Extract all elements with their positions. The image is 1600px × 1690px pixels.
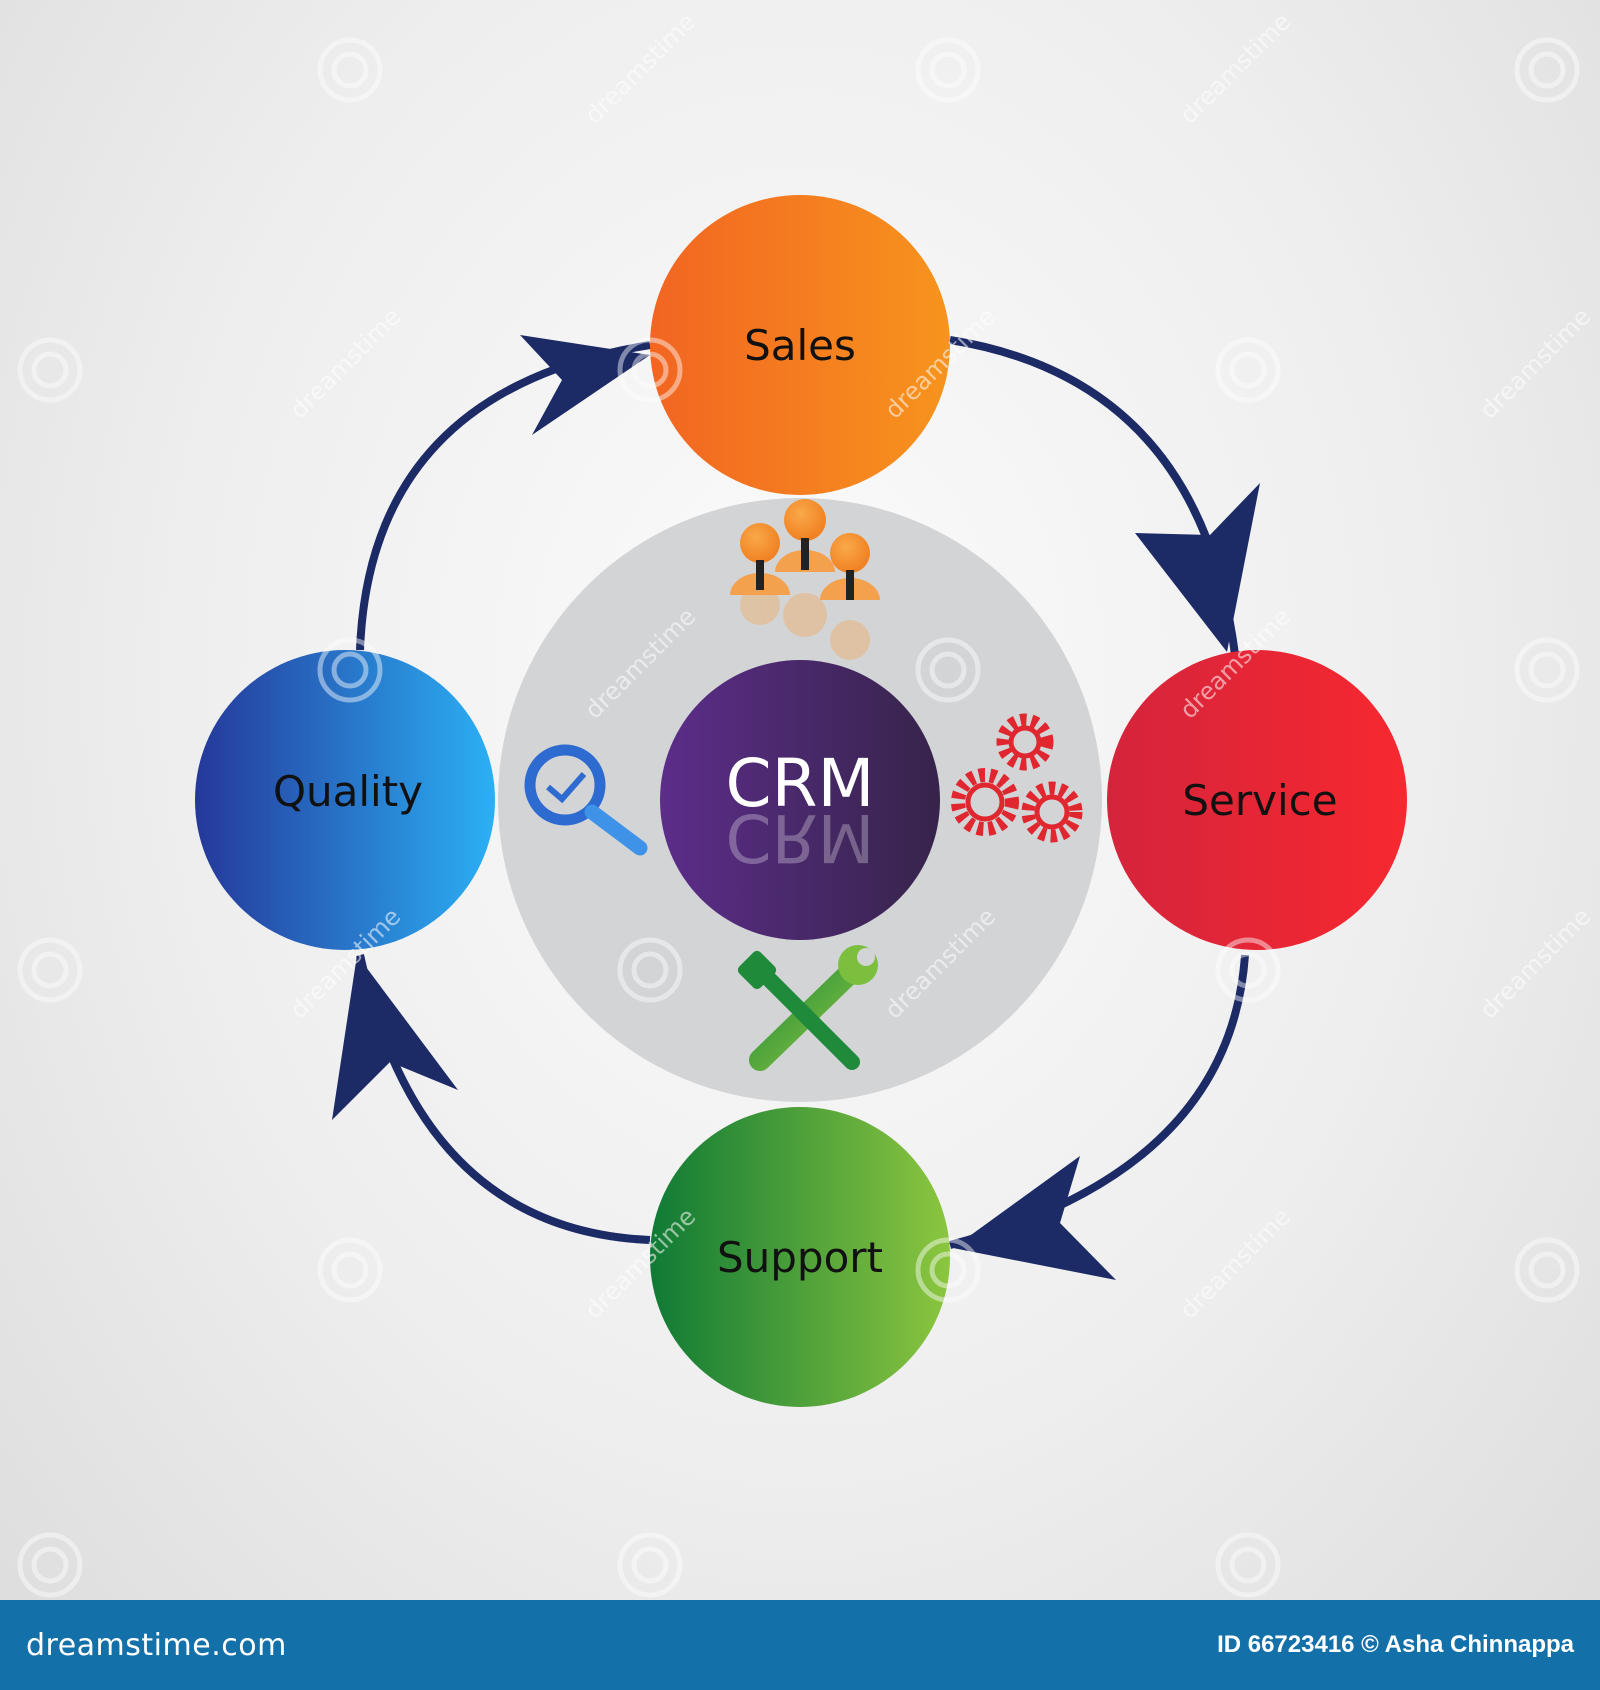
tools-icon <box>737 945 878 1071</box>
footer-site-link[interactable]: dreamstime.com <box>26 1627 287 1663</box>
watermark-text: dreamstime <box>1174 1203 1296 1325</box>
crm-cycle-diagram: Sales Service Support Quality CRM CRM <box>195 8 1596 1407</box>
watermark-text: dreamstime <box>1474 303 1596 425</box>
watermark-text: dreamstime <box>284 303 406 425</box>
center-crm-label: CRM <box>726 745 875 822</box>
arrowhead-to-quality <box>332 955 458 1120</box>
watermark-text: dreamstime <box>579 8 701 130</box>
watermark-text: dreamstime <box>1474 903 1596 1025</box>
node-quality: Quality <box>195 650 495 950</box>
people-group-icon <box>730 499 880 660</box>
node-support: Support <box>650 1107 950 1407</box>
cycle-arrowheads <box>332 335 1260 1280</box>
node-service: Service <box>1107 650 1407 950</box>
arrowhead-to-sales <box>520 335 650 435</box>
center-crm-reflection: CRM <box>726 799 875 876</box>
node-service-label: Service <box>1182 776 1337 825</box>
arrowhead-to-service <box>1135 483 1260 652</box>
gear-icon <box>951 713 1083 843</box>
node-sales: Sales <box>650 195 950 495</box>
magnifier-check-icon <box>524 744 648 856</box>
arrowhead-to-support <box>953 1156 1116 1280</box>
center-crm: CRM CRM <box>660 660 940 940</box>
node-sales-label: Sales <box>744 321 856 370</box>
node-quality-label: Quality <box>273 767 423 816</box>
footer-bar: dreamstime.com ID 66723416 © Asha Chinna… <box>0 1600 1600 1690</box>
watermark-text: dreamstime <box>1174 8 1296 130</box>
node-support-label: Support <box>717 1233 883 1282</box>
footer-image-credit: ID 66723416 © Asha Chinnappa <box>1217 1631 1574 1658</box>
